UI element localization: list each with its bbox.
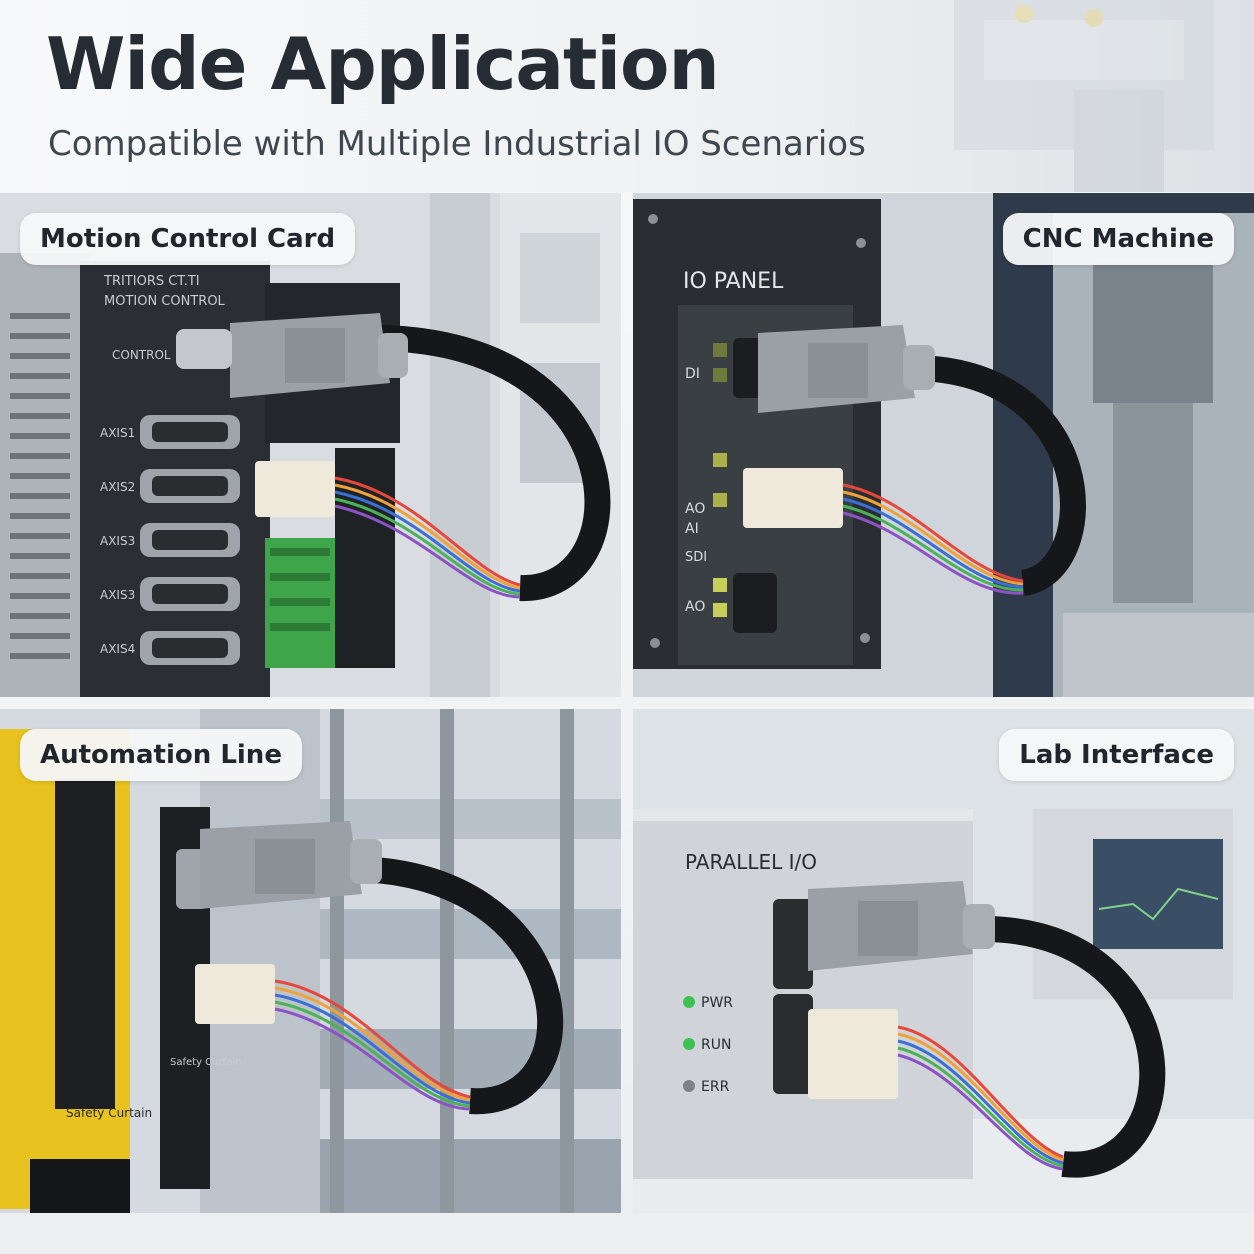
port-label-ai: AI — [685, 521, 699, 537]
panel-label-automation-line: Automation Line — [20, 729, 302, 781]
page-subtitle: Compatible with Multiple Industrial IO S… — [48, 124, 866, 164]
black-cable — [902, 354, 1086, 596]
device-text-brand: TRITIORS CT.TI — [103, 274, 200, 289]
db-port-axis3[interactable] — [140, 523, 240, 557]
db-port-axis3b[interactable] — [140, 577, 240, 611]
db-port-plate[interactable] — [176, 849, 206, 909]
automation-scene: Safety Curtain Safety Curtain — [0, 709, 621, 1213]
panel-label-lab-interface: Lab Interface — [999, 729, 1234, 781]
port-label-sdi: SDI — [685, 550, 707, 565]
port-label-axis3: AXIS3 — [100, 534, 135, 548]
cnc-scene: IO PANEL DI AO AI SDI AO — [633, 193, 1254, 697]
db-port-ao[interactable] — [733, 573, 777, 633]
port-label-axis4: AXIS4 — [100, 642, 135, 656]
port-label-ao-1: AO — [685, 501, 705, 517]
port-label-axis1: AXIS1 — [100, 426, 135, 440]
indicator-err: ERR — [701, 1079, 730, 1095]
device-text-safety-curtain: Safety Curtain — [66, 1106, 152, 1120]
panel-label-motion-control-card: Motion Control Card — [20, 213, 356, 265]
db-connector-hood-icon — [758, 325, 935, 413]
black-cable — [982, 916, 1166, 1178]
device-title-parallel-io: PARALLEL I/O — [685, 850, 817, 874]
db-connector-hood-icon — [200, 821, 382, 909]
black-cable — [349, 856, 564, 1115]
page-title: Wide Application — [46, 22, 720, 106]
db-port-axis4[interactable] — [140, 631, 240, 665]
indicator-run: RUN — [701, 1037, 731, 1053]
device-text-motion: MOTION CONTROL — [104, 294, 226, 309]
port-label-axis3b: AXIS3 — [100, 588, 135, 602]
device-text-control: CONTROL — [112, 348, 171, 362]
port-label-axis2: AXIS2 — [100, 480, 135, 494]
header-background — [0, 0, 1254, 192]
db-port-upper[interactable] — [773, 899, 813, 989]
db-port-axis2[interactable] — [140, 469, 240, 503]
terminal-block-icon — [265, 448, 395, 668]
indicator-pwr: PWR — [701, 995, 733, 1011]
ribbon-wire-icon — [897, 1025, 1064, 1171]
white-terminal-connector — [255, 461, 335, 517]
header-machinery-decoration — [954, 0, 1214, 192]
panel-motion-control-card: TRITIORS CT.TI MOTION CONTROL CONTROL AX… — [0, 193, 621, 697]
panel-cnc-machine: IO PANEL DI AO AI SDI AO — [633, 193, 1254, 697]
panel-label-cnc-machine: CNC Machine — [1002, 213, 1234, 265]
db-port-lower[interactable] — [773, 994, 813, 1094]
db-port-axis1[interactable] — [140, 415, 240, 449]
plate-text-safety-curtain: Safety Curtain — [170, 1057, 242, 1068]
panel-automation-line: Safety Curtain Safety Curtain Automation… — [0, 709, 621, 1213]
white-terminal-connector — [808, 1009, 898, 1099]
ribbon-wire-icon — [274, 979, 471, 1111]
db-connector-hood-icon — [176, 313, 408, 398]
status-led-icon — [683, 996, 695, 1092]
white-terminal-connector — [195, 964, 275, 1024]
status-led-icon — [713, 343, 727, 617]
panel-lab-interface: PARALLEL I/O PWR RUN ERR — [633, 709, 1254, 1213]
white-terminal-connector — [743, 468, 843, 528]
lab-scene: PARALLEL I/O PWR RUN ERR — [633, 709, 1254, 1213]
motion-control-scene: TRITIORS CT.TI MOTION CONTROL CONTROL AX… — [0, 193, 621, 697]
ribbon-wire-icon — [842, 483, 1024, 595]
ribbon-wire-icon — [334, 476, 521, 599]
db-connector-hood-icon — [808, 881, 995, 971]
io-panel-title: IO PANEL — [683, 269, 784, 294]
vent-slots — [10, 313, 70, 659]
black-cable — [379, 325, 611, 602]
port-label-ao-2: AO — [685, 599, 705, 615]
port-label-di: DI — [685, 366, 700, 382]
